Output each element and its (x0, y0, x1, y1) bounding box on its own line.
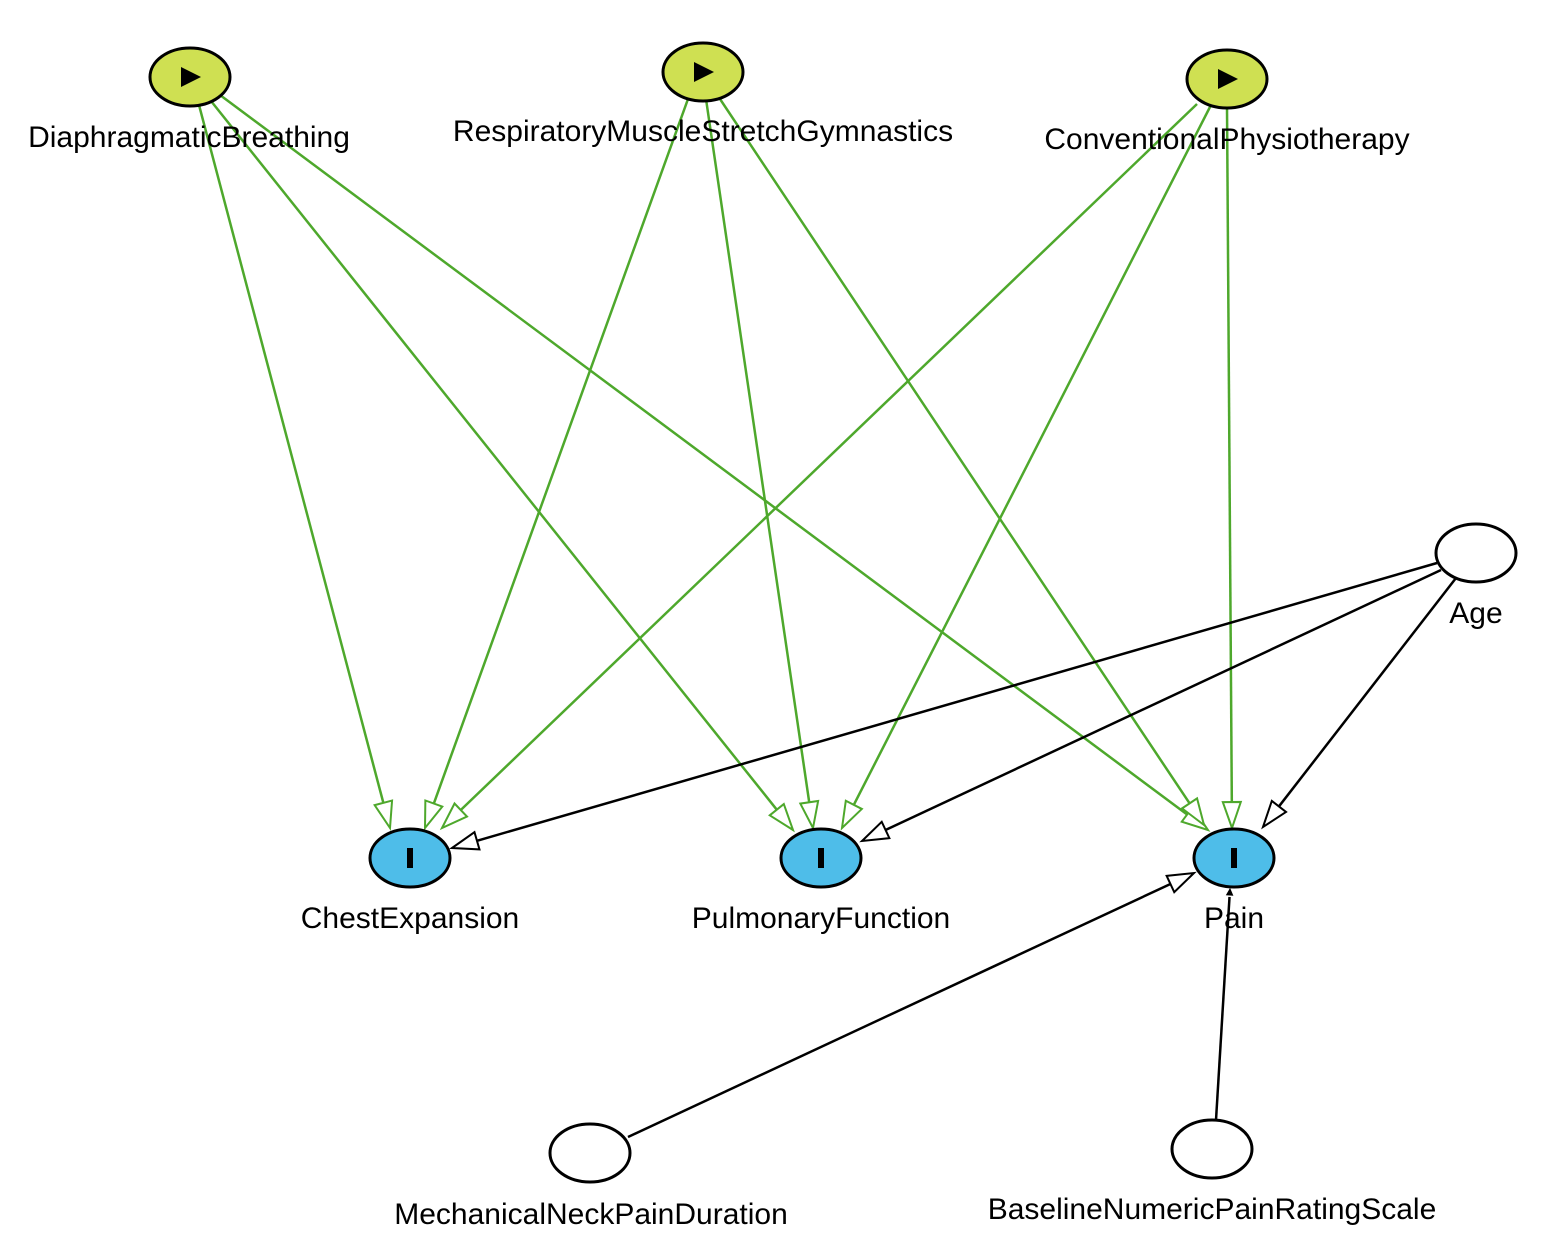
edge-arrowhead (439, 801, 469, 831)
edge-line (197, 104, 385, 804)
node-BaselineNumericPainRatingScale[interactable]: BaselineNumericPainRatingScale (988, 1118, 1437, 1226)
edge-line (716, 95, 1191, 805)
edge-line (885, 568, 1442, 832)
edge-line (459, 103, 1198, 811)
node-RespiratoryMuscleStretchGymnastics[interactable]: RespiratoryMuscleStretchGymnastics (453, 41, 953, 148)
edge-arrowhead (423, 799, 444, 831)
nodes-layer: DiaphragmaticBreathing RespiratoryMuscleS… (28, 41, 1518, 1231)
node-ChestExpansion[interactable]: ChestExpansion (301, 827, 519, 935)
edge-ConventionalPhysiotherapy-to-Pain (1221, 106, 1243, 832)
edge-arrowhead (449, 830, 481, 851)
edge-Age-to-Pain (1261, 577, 1457, 830)
node-PulmonaryFunction[interactable]: PulmonaryFunction (692, 827, 950, 935)
edge-arrowhead (1225, 887, 1234, 896)
edges-layer (197, 93, 1457, 1139)
edge-line (1214, 896, 1231, 1121)
edge-Age-to-PulmonaryFunction (859, 568, 1442, 843)
edge-MechanicalNeckPainDuration-to-Pain (627, 871, 1197, 1139)
edge-arrowhead (1221, 800, 1243, 832)
edge-line (852, 104, 1213, 806)
bar-i-icon (1231, 848, 1237, 868)
play-triangle-icon (181, 67, 201, 87)
node-label: Age (1449, 597, 1502, 630)
edge-line (219, 93, 1188, 816)
node-MechanicalNeckPainDuration[interactable]: MechanicalNeckPainDuration (394, 1122, 788, 1231)
edge-ConventionalPhysiotherapy-to-PulmonaryFunction (840, 104, 1213, 831)
edge-arrowhead (840, 799, 864, 831)
edge-Age-to-ChestExpansion (449, 561, 1438, 851)
edge-arrowhead (1261, 799, 1288, 830)
edge-BaselineNumericPainRatingScale-to-Pain (1214, 887, 1234, 1121)
node-ellipse[interactable] (548, 1122, 632, 1184)
node-label: ConventionalPhysiotherapy (1044, 123, 1409, 156)
node-label: Pain (1204, 902, 1264, 935)
bar-i-icon (407, 848, 413, 868)
node-ellipse[interactable] (1434, 522, 1518, 584)
edge-line (432, 98, 690, 804)
play-triangle-icon (694, 62, 714, 82)
node-label: RespiratoryMuscleStretchGymnastics (453, 115, 953, 148)
node-label: PulmonaryFunction (692, 902, 950, 935)
node-ConventionalPhysiotherapy[interactable]: ConventionalPhysiotherapy (1044, 48, 1410, 156)
bar-i-icon (818, 848, 824, 868)
node-ellipse[interactable] (1170, 1118, 1254, 1180)
edge-DiaphragmaticBreathing-to-PulmonaryFunction (210, 100, 795, 833)
node-label: MechanicalNeckPainDuration (394, 1198, 788, 1231)
edge-DiaphragmaticBreathing-to-ChestExpansion (197, 104, 394, 831)
edge-arrowhead (768, 802, 795, 833)
edge-ConventionalPhysiotherapy-to-ChestExpansion (439, 103, 1198, 831)
node-label: DiaphragmaticBreathing (28, 121, 350, 154)
edge-line (1225, 106, 1234, 803)
edge-line (1277, 577, 1457, 808)
edge-arrowhead (373, 799, 394, 831)
edge-arrowhead (798, 799, 820, 832)
edge-arrowhead (859, 820, 891, 843)
node-label: BaselineNumericPainRatingScale (988, 1193, 1437, 1226)
edge-line (627, 882, 1171, 1139)
edge-line (210, 100, 778, 811)
edge-line (704, 98, 811, 803)
node-Pain[interactable]: Pain (1192, 827, 1276, 935)
play-triangle-icon (1218, 69, 1238, 89)
node-Age[interactable]: Age (1434, 522, 1518, 630)
edge-DiaphragmaticBreathing-to-Pain (219, 93, 1211, 832)
edge-RespiratoryMuscleStretchGymnastics-to-ChestExpansion (423, 98, 690, 831)
edge-RespiratoryMuscleStretchGymnastics-to-Pain (716, 95, 1206, 828)
edge-arrowhead (1180, 796, 1206, 828)
edge-line (476, 561, 1438, 842)
edge-arrowhead (1165, 871, 1197, 894)
node-DiaphragmaticBreathing[interactable]: DiaphragmaticBreathing (28, 46, 350, 154)
edge-RespiratoryMuscleStretchGymnastics-to-PulmonaryFunction (704, 98, 820, 832)
node-label: ChestExpansion (301, 902, 519, 935)
